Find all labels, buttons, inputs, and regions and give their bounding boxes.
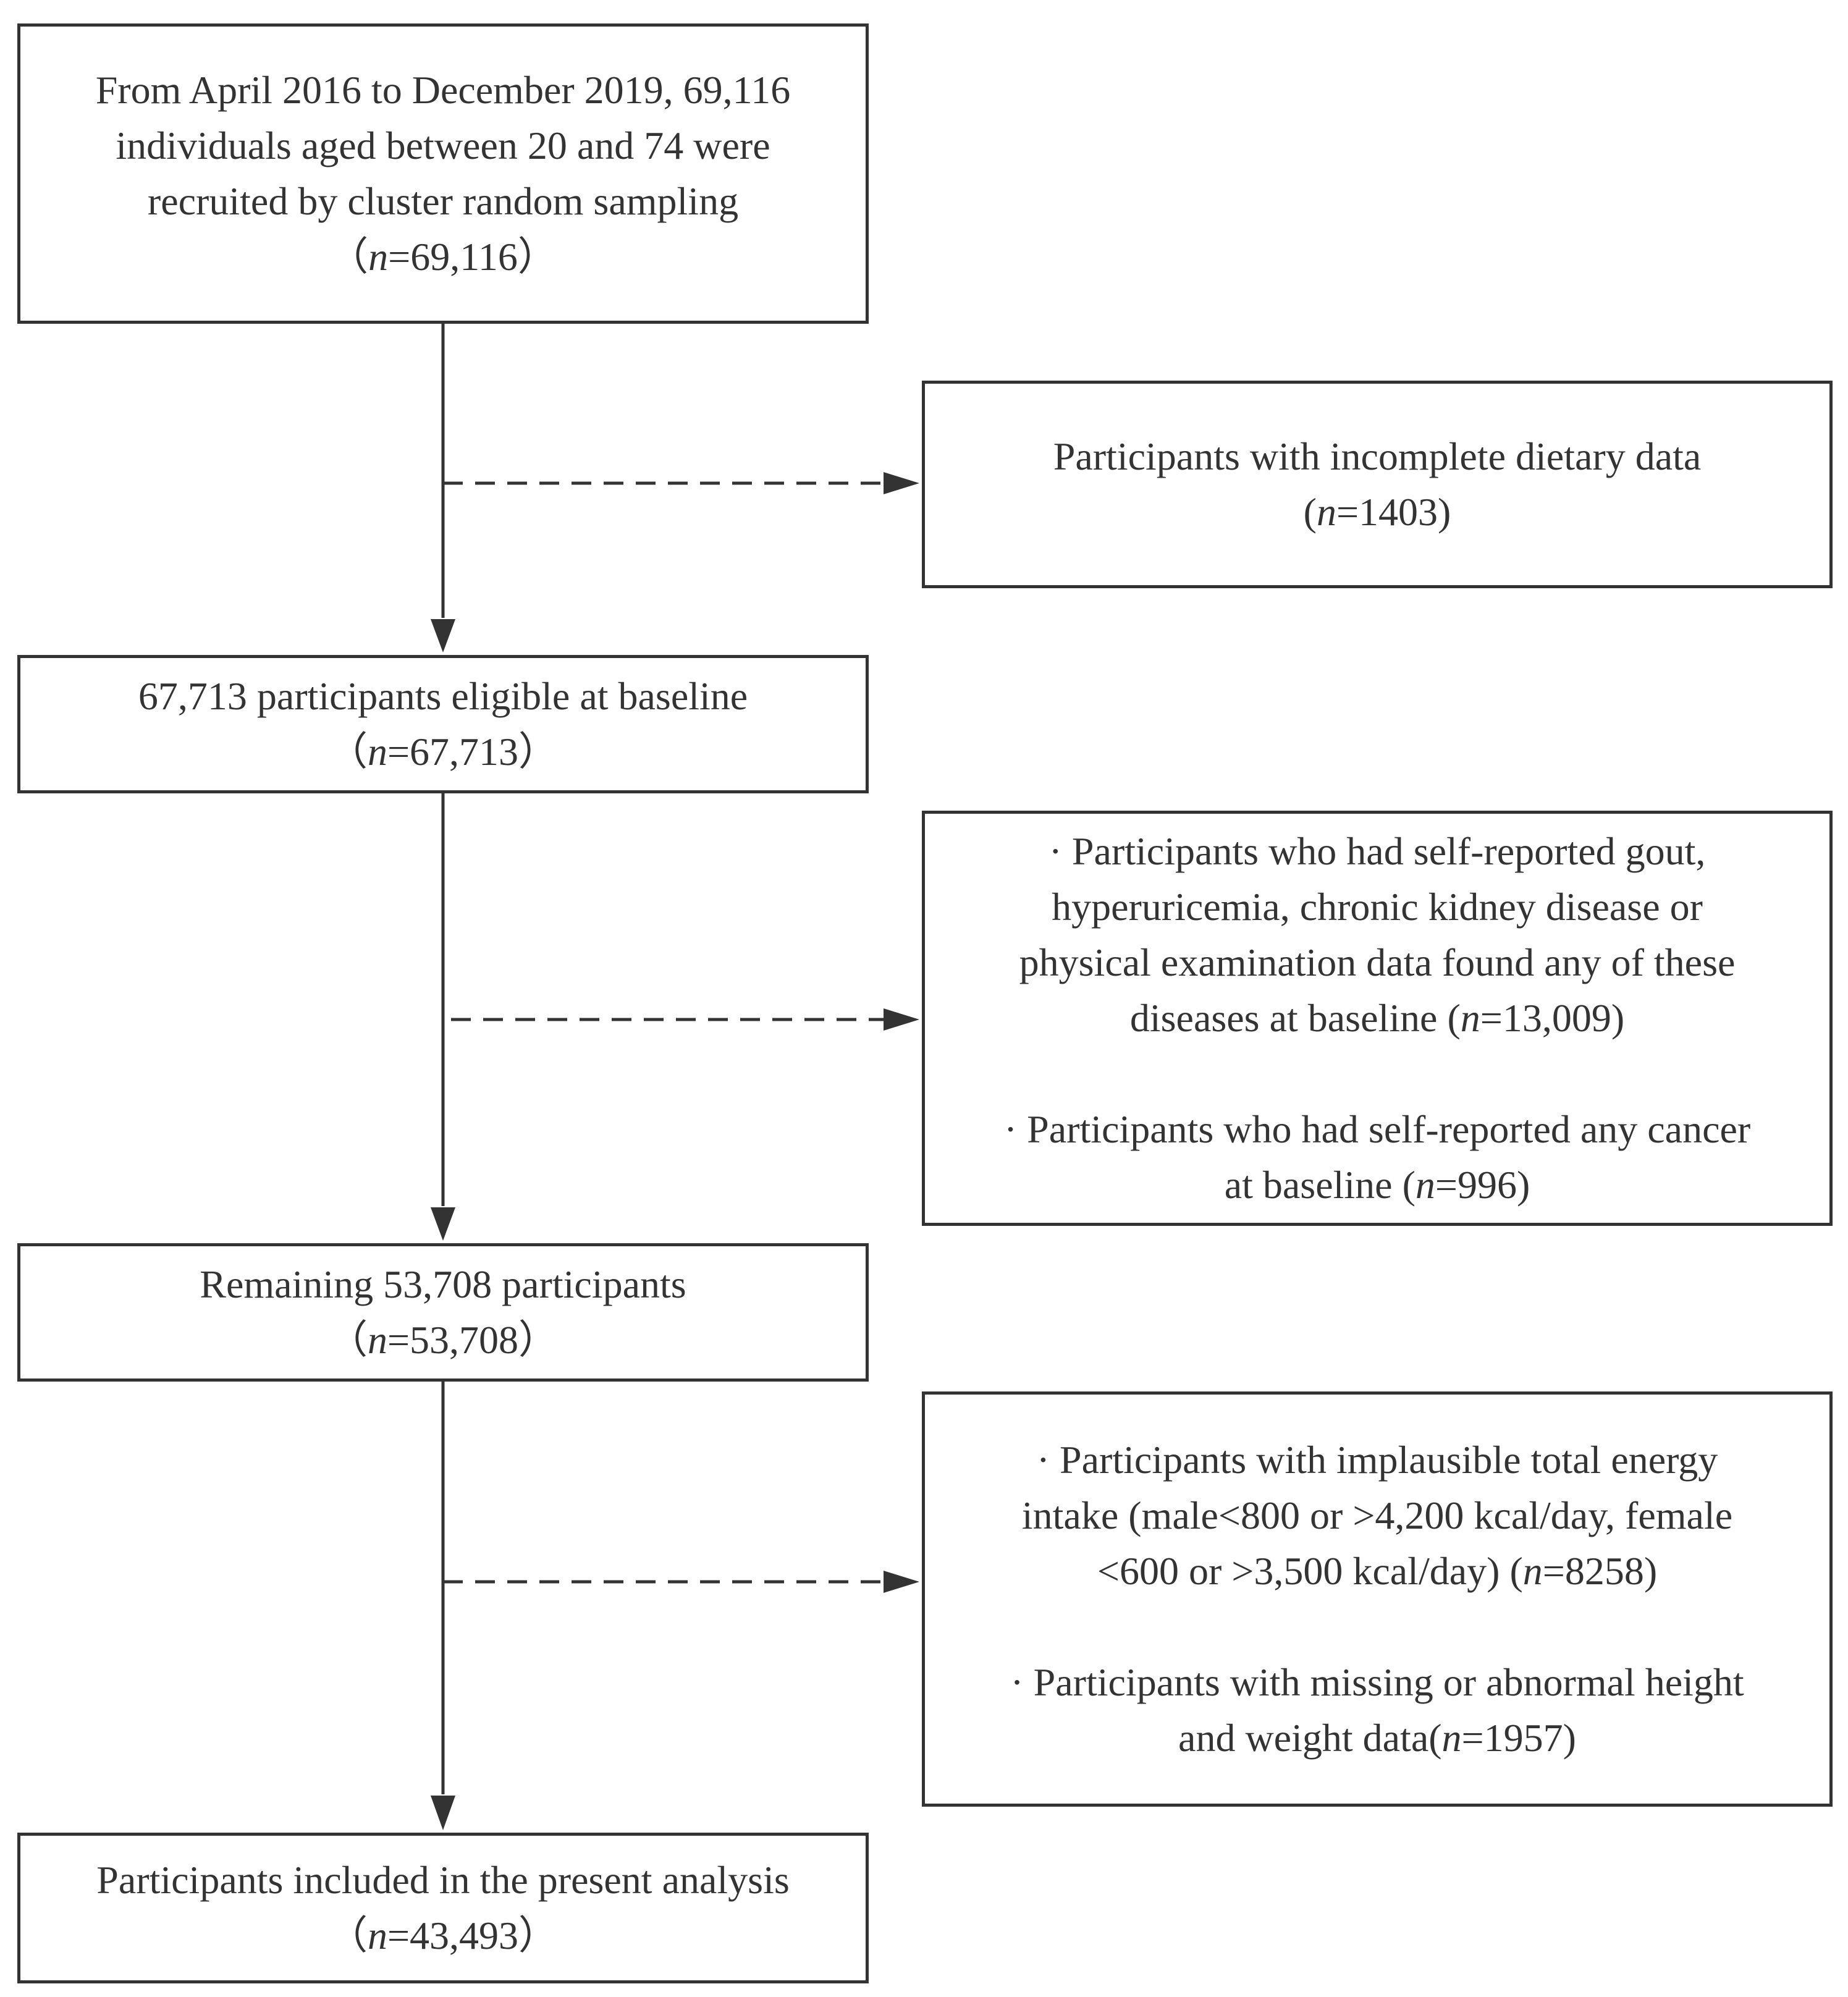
box-recruited: From April 2016 to December 2019, 69,116… <box>17 23 869 324</box>
n-label: n <box>1460 996 1480 1040</box>
arrowhead-energy <box>884 1571 919 1593</box>
energy-item2-line-1: · Participants with missing or abnormal … <box>1010 1660 1744 1704</box>
dietary-count: (n=1403) <box>1304 484 1451 540</box>
box-included: Participants included in the present ana… <box>17 1833 869 1983</box>
n-label: n <box>1415 1163 1435 1207</box>
n-label: n <box>367 1318 387 1362</box>
exclusion-energy: · Participants with implausible total en… <box>922 1391 1833 1807</box>
disease-item2-line-2: at baseline (n=996) <box>1225 1157 1530 1213</box>
energy-item1-line-1: · Participants with implausible total en… <box>1036 1438 1718 1482</box>
dietary-line-1: Participants with incomplete dietary dat… <box>1053 434 1702 478</box>
energy-item1-line-2: intake (male<800 or >4,200 kcal/day, fem… <box>1021 1493 1733 1537</box>
eligible-count: （n=67,713） <box>328 724 558 780</box>
disease-item1-line-2: hyperuricemia, chronic kidney disease or <box>1052 885 1703 929</box>
arrowhead-remaining <box>431 1207 455 1241</box>
close-paren: ） <box>518 1318 559 1362</box>
remaining-line-1: Remaining 53,708 participants <box>200 1262 686 1306</box>
n-label: n <box>1522 1549 1543 1593</box>
n-value: =67,713 <box>387 730 519 774</box>
n-value: =996) <box>1435 1163 1530 1207</box>
disease-item2-prefix: at baseline ( <box>1224 1163 1416 1207</box>
n-value: =13,009) <box>1480 996 1625 1040</box>
n-value: =1403) <box>1336 490 1451 534</box>
n-label: n <box>1441 1716 1462 1760</box>
remaining-count: （n=53,708） <box>328 1312 558 1368</box>
exclusion-dietary: Participants with incomplete dietary dat… <box>922 381 1833 588</box>
box-remaining: Remaining 53,708 participants （n=53,708） <box>17 1243 869 1382</box>
n-value: =8258) <box>1542 1549 1658 1593</box>
energy-item1-prefix: <600 or >3,500 kcal/day) ( <box>1097 1549 1523 1593</box>
box-eligible: 67,713 participants eligible at baseline… <box>17 655 869 793</box>
n-label: n <box>1316 490 1336 534</box>
exclusion-disease: · Participants who had self-reported gou… <box>922 811 1833 1226</box>
n-label: n <box>367 1914 387 1957</box>
disease-item1-prefix: diseases at baseline ( <box>1129 996 1461 1040</box>
included-count: （n=43,493） <box>328 1908 558 1964</box>
arrowhead-eligible <box>431 619 455 652</box>
n-label: n <box>368 235 389 279</box>
arrowhead-included <box>431 1796 455 1830</box>
n-value: =43,493 <box>387 1914 519 1957</box>
energy-item1-line-3: <600 or >3,500 kcal/day) (n=8258) <box>1097 1543 1657 1599</box>
close-paren: ） <box>518 1914 559 1957</box>
disease-item1-line-4: diseases at baseline (n=13,009) <box>1130 990 1624 1046</box>
open-paren: （ <box>327 1914 368 1957</box>
recruited-line-3: recruited by cluster random sampling <box>147 179 739 223</box>
open-paren: （ <box>327 1318 368 1362</box>
energy-item2-line-2: and weight data(n=1957) <box>1178 1710 1576 1766</box>
arrowhead-disease <box>884 1008 919 1031</box>
included-line-1: Participants included in the present ana… <box>96 1858 790 1902</box>
recruited-line-1: From April 2016 to December 2019, 69,116 <box>95 68 791 112</box>
recruited-count: （n=69,116） <box>329 229 557 285</box>
eligible-line-1: 67,713 participants eligible at baseline <box>138 674 748 718</box>
n-label: n <box>367 730 387 774</box>
arrowhead-dietary <box>884 472 919 494</box>
close-paren: ） <box>518 730 559 774</box>
n-value: =1957) <box>1461 1716 1576 1760</box>
close-paren: ） <box>517 235 557 279</box>
disease-item1-line-3: physical examination data found any of t… <box>1019 940 1736 984</box>
disease-item2-line-1: · Participants who had self-reported any… <box>1003 1107 1751 1151</box>
open-paren: ( <box>1303 490 1317 534</box>
n-value: =53,708 <box>387 1318 519 1362</box>
disease-item1-line-1: · Participants who had self-reported gou… <box>1048 829 1706 873</box>
recruited-line-2: individuals aged between 20 and 74 were <box>116 124 770 167</box>
open-paren: （ <box>329 235 369 279</box>
n-value: =69,116 <box>388 235 518 279</box>
energy-item2-prefix: and weight data( <box>1178 1716 1442 1760</box>
open-paren: （ <box>327 730 368 774</box>
